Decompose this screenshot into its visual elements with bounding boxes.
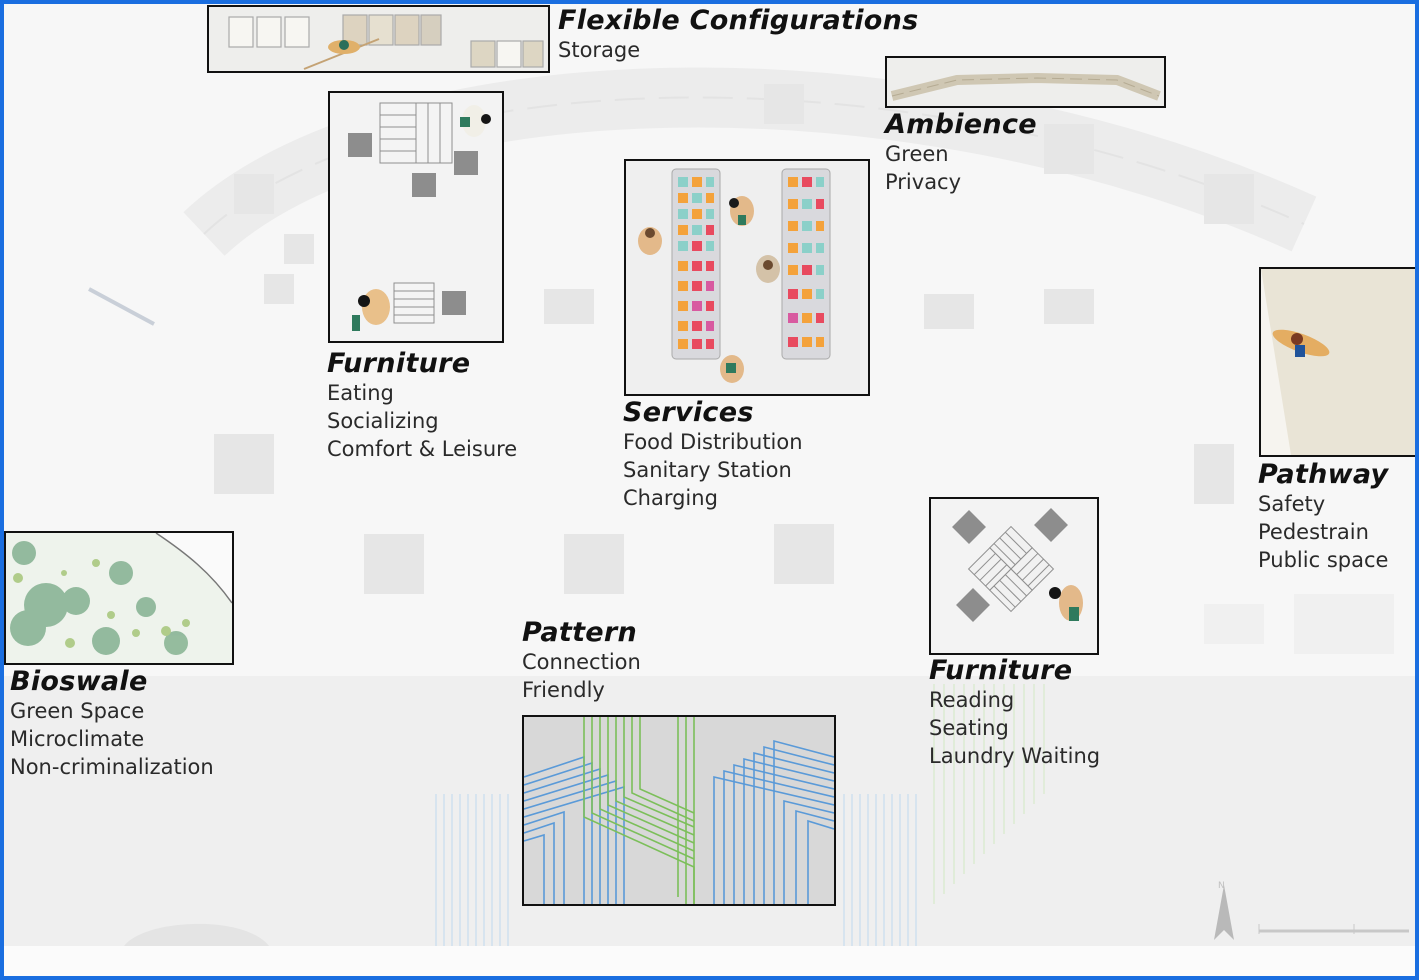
annotation-line: Safety <box>1258 492 1326 516</box>
annotation-line: Food Distribution <box>623 430 803 454</box>
annotation-line: Non-criminalization <box>10 755 214 779</box>
annotation-line: Seating <box>929 716 1009 740</box>
annotation-furniture-reading: Furniture Reading Seating Laundry Waitin… <box>929 656 1100 770</box>
annotation-ambience: Ambience Green Privacy <box>885 110 1037 196</box>
scale-bar-icon <box>1258 924 1409 934</box>
annotation-flexible-configurations: Flexible Configurations Storage <box>558 6 919 64</box>
annotation-line: Laundry Waiting <box>929 744 1101 768</box>
inset-furniture-eating <box>328 91 504 343</box>
annotation-line: Friendly <box>522 678 605 702</box>
annotation-line: Public space <box>1258 548 1389 572</box>
annotation-line: Eating <box>327 381 394 405</box>
annotation-title: Pattern <box>522 617 638 648</box>
annotation-line: Socializing <box>327 409 439 433</box>
inset-services <box>624 159 870 396</box>
annotation-line: Comfort & Leisure <box>327 437 518 461</box>
person-icon <box>1049 585 1083 621</box>
annotation-line: Microclimate <box>10 727 145 751</box>
inset-furniture-reading <box>929 497 1099 655</box>
annotation-line: Green <box>885 142 949 166</box>
person-icon <box>638 227 662 255</box>
north-arrow-icon: N <box>1214 881 1234 940</box>
annotation-line: Privacy <box>885 170 962 194</box>
inset-ambience <box>885 56 1166 108</box>
annotation-title: Furniture <box>327 348 471 379</box>
annotation-pattern: Pattern Connection Friendly <box>522 618 641 704</box>
annotation-line: Reading <box>929 688 1015 712</box>
annotation-line: Green Space <box>10 699 145 723</box>
person-icon <box>729 196 754 226</box>
person-icon <box>720 355 744 383</box>
person-icon <box>756 255 780 283</box>
inset-pathway <box>1259 267 1415 457</box>
person-icon <box>352 289 390 331</box>
inset-bioswale <box>4 531 234 665</box>
person-icon <box>460 105 491 137</box>
annotation-title: Ambience <box>885 109 1037 140</box>
person-icon <box>1272 329 1330 357</box>
annotation-furniture-eating: Furniture Eating Socializing Comfort & L… <box>327 349 517 463</box>
annotation-title: Bioswale <box>10 666 148 697</box>
annotation-title: Pathway <box>1258 459 1389 490</box>
annotation-title: Flexible Configurations <box>558 5 919 36</box>
svg-text:N: N <box>1218 881 1225 891</box>
annotation-services: Services Food Distribution Sanitary Stat… <box>623 398 803 512</box>
annotation-line: Charging <box>623 486 718 510</box>
annotation-line: Sanitary Station <box>623 458 792 482</box>
annotation-title: Services <box>623 397 754 428</box>
annotation-title: Furniture <box>929 655 1073 686</box>
inset-flexible-configurations <box>207 5 550 73</box>
annotation-line: Storage <box>558 38 641 62</box>
annotation-pathway: Pathway Safety Pedestrain Public space <box>1258 460 1388 574</box>
annotation-line: Connection <box>522 650 641 674</box>
annotation-bioswale: Bioswale Green Space Microclimate Non-cr… <box>10 667 214 781</box>
inset-pattern <box>522 715 836 906</box>
annotation-line: Pedestrain <box>1258 520 1369 544</box>
